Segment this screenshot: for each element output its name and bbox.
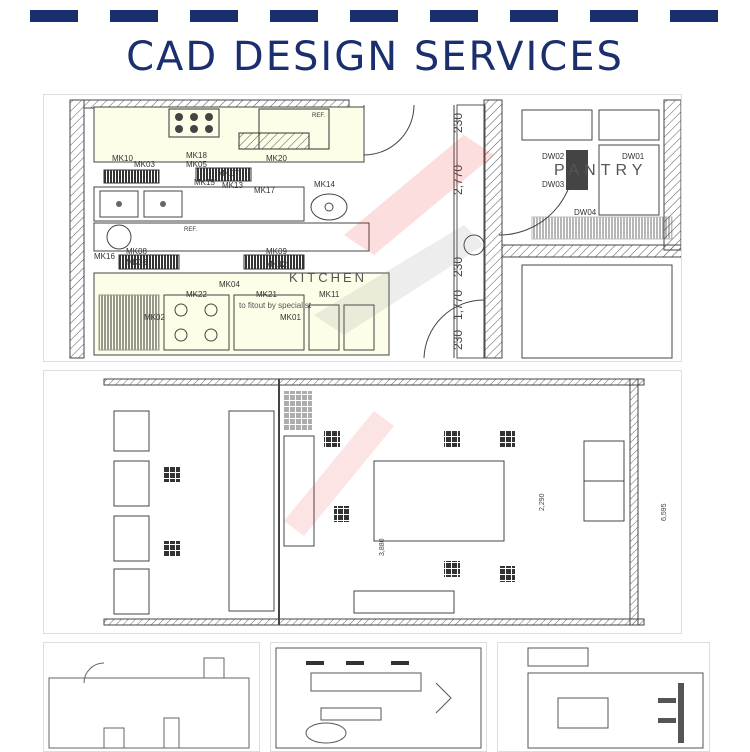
dimension-label: 230 <box>451 257 465 277</box>
dash <box>270 10 318 22</box>
pantry-tag: DW03 <box>542 180 565 189</box>
equipment-tag: MK03 <box>134 160 155 169</box>
dash <box>110 10 158 22</box>
dimension-label: 6,595 <box>661 503 668 521</box>
equipment-tag: MK20 <box>266 154 287 163</box>
equipment-tag: MK02 <box>144 313 165 322</box>
room-label-pantry: PANTRY <box>554 162 647 179</box>
equipment-tag: MK08 <box>126 247 147 256</box>
dash <box>30 10 78 22</box>
dash <box>430 10 478 22</box>
equipment-tag: MK13 <box>222 181 243 190</box>
cad-plan-commercial-kitchen: 6,595 3,880 2,290 <box>43 370 682 634</box>
dash <box>350 10 398 22</box>
equipment-tag: MK21 <box>256 290 277 299</box>
pantry-tag: DW02 <box>542 152 565 161</box>
dimension-label: 1,770 <box>451 290 465 320</box>
dimension-label: 230 <box>451 113 465 133</box>
watermark-logo <box>344 135 494 255</box>
equipment-tag: MK07 <box>218 169 239 178</box>
ref-label: REF. <box>312 113 325 119</box>
ref-label: REF. <box>184 227 197 233</box>
room-label-kitchen: KITCHEN <box>289 270 367 285</box>
equipment-tag: MK18 <box>186 151 207 160</box>
equipment-tag: MK10 <box>112 154 133 163</box>
dash <box>190 10 238 22</box>
equipment-tag: MK01 <box>280 313 301 322</box>
watermark-logo <box>284 411 394 536</box>
equipment-tag: MK12 <box>266 260 287 269</box>
equipment-tag: MK16 <box>94 252 115 261</box>
equipment-tag: MK06 <box>126 258 147 267</box>
dash <box>510 10 558 22</box>
dimension-label: 230 <box>451 330 465 350</box>
dimension-label: 2,770 <box>451 165 465 195</box>
dimension-label: 3,880 <box>379 538 386 556</box>
equipment-tag: MK05 <box>186 160 207 169</box>
cad-thumbnail-2 <box>270 642 487 752</box>
watermark-logo <box>314 225 484 335</box>
pantry-tag: DW04 <box>574 208 597 217</box>
equipment-tag: MK14 <box>314 180 335 189</box>
room-note: to fitout by specialist <box>239 301 312 310</box>
equipment-tag: MK04 <box>219 280 240 289</box>
page-title: CAD DESIGN SERVICES <box>126 34 624 80</box>
equipment-tag: MK15 <box>194 178 215 187</box>
equipment-tag: MK22 <box>186 290 207 299</box>
equipment-tag: MK09 <box>266 247 287 256</box>
dash <box>590 10 638 22</box>
cad-thumbnail-3 <box>497 642 710 752</box>
dimension-label: 2,290 <box>539 493 546 511</box>
equipment-tag: MK11 <box>319 290 340 299</box>
dash <box>670 10 718 22</box>
cad-thumbnail-1 <box>43 642 260 752</box>
cad-plan-kitchen-pantry: REF. REF. 230 2,770 230 1,770 230 MK18 M… <box>43 94 682 362</box>
pantry-tag: DW01 <box>622 152 645 161</box>
equipment-tag: MK17 <box>254 186 275 195</box>
